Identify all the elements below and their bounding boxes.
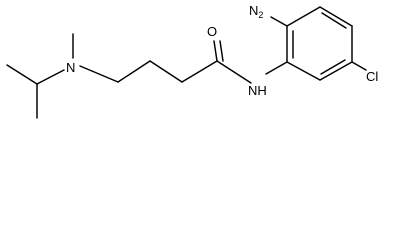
ring-bond-2 bbox=[319, 6, 353, 27]
carbonyl-bond-1 bbox=[213, 40, 218, 62]
molecule-structure-diagram: N2 O NH N Cl bbox=[6, 3, 378, 119]
ring-double-bond-inner-1 bbox=[321, 12, 347, 29]
isopropyl-branch-1 bbox=[6, 64, 38, 85]
benzene-ring bbox=[286, 6, 353, 81]
chain-bond-1 bbox=[149, 60, 183, 83]
amide-nitrogen-label: NH bbox=[248, 83, 267, 98]
amide-n-to-carbonyl-bond bbox=[216, 60, 252, 84]
ring-bond-4 bbox=[319, 61, 353, 81]
molecule-svg: N2 O NH N Cl bbox=[6, 3, 378, 119]
chloro-bond bbox=[351, 61, 367, 71]
chain-to-amine-bond bbox=[79, 65, 119, 83]
chlorine-label: Cl bbox=[366, 69, 378, 84]
ring-double-bond-inner-2 bbox=[320, 59, 346, 75]
amine-nitrogen-label: N bbox=[66, 60, 75, 75]
n-isopropyl-bond bbox=[36, 69, 65, 85]
chain-bond-2 bbox=[117, 60, 151, 83]
carbonyl-to-chain-bond bbox=[181, 60, 218, 83]
carbonyl-bond-2 bbox=[219, 40, 224, 62]
ring-to-amide-n-bond bbox=[265, 61, 288, 75]
ring-bond-5 bbox=[286, 61, 321, 81]
carbonyl-oxygen-label: O bbox=[207, 24, 217, 39]
ring-bond-1 bbox=[286, 6, 321, 27]
amino-nitrogen-label: N2 bbox=[249, 3, 263, 20]
amino-bond bbox=[270, 16, 288, 27]
